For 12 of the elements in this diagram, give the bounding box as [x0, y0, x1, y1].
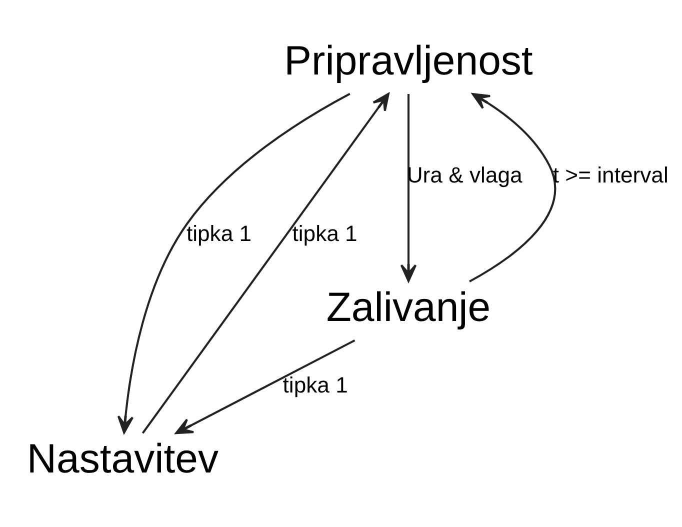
edge-label: t >= interval: [552, 162, 668, 188]
arrow: [400, 94, 417, 282]
node-text: Nastavitev: [26, 435, 219, 482]
edge-label: tipka 1: [282, 372, 348, 398]
node-text: Zalivanje: [326, 284, 491, 330]
arrow: [175, 339, 356, 434]
node-text: Pripravljenost: [284, 37, 533, 84]
arrow: [117, 92, 350, 434]
arrow: [142, 92, 390, 434]
arrow: [468, 92, 556, 282]
edge-label: tipka 1: [292, 220, 358, 246]
edge-label: tipka 1: [186, 220, 252, 246]
